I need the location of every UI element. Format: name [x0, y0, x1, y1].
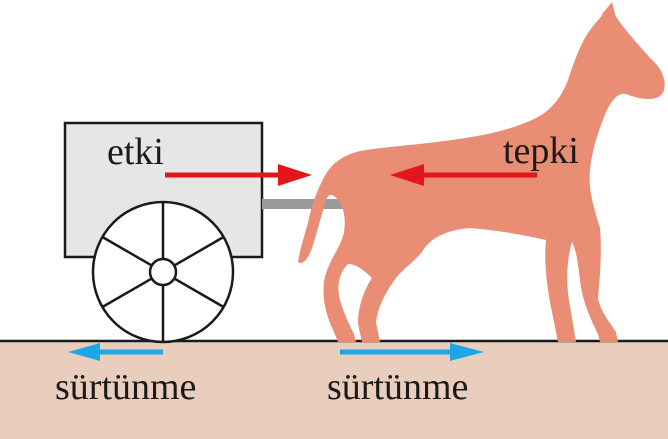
action-label: etki — [107, 131, 164, 173]
wheel-hub — [148, 257, 178, 287]
action-arrow — [165, 164, 312, 186]
ground — [0, 341, 668, 439]
cart-wheel — [91, 200, 235, 344]
friction-label-horse: sürtünme — [327, 366, 469, 408]
reaction-label: tepki — [503, 130, 579, 172]
friction-arrow-horse — [340, 343, 484, 361]
friction-label-cart: sürtünme — [55, 366, 197, 408]
reaction-arrow — [390, 164, 537, 186]
horse-ear — [602, 2, 616, 18]
friction-arrow-cart — [68, 343, 163, 361]
